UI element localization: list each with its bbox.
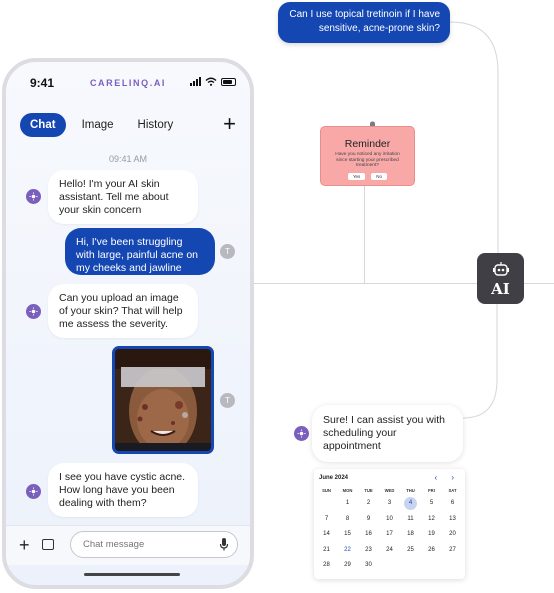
calendar-day[interactable]: 2	[366, 500, 371, 506]
calendar-day[interactable]: 16	[365, 531, 372, 537]
connector-curve	[449, 21, 499, 254]
calendar-day	[316, 496, 337, 512]
tab-history[interactable]: History	[137, 119, 174, 131]
reminder-yes-button[interactable]: Yes	[347, 172, 366, 180]
calendar-day[interactable]: 18	[407, 531, 414, 537]
calendar-day[interactable]: 15	[344, 531, 351, 537]
calendar-day[interactable]: 26	[428, 546, 435, 553]
microphone-icon[interactable]	[219, 537, 229, 552]
reminder-actions: Yes No	[321, 172, 414, 180]
calendar-day[interactable]: 4	[400, 496, 421, 512]
calendar-weekday: FRI	[428, 488, 435, 493]
user-avatar: T	[220, 244, 235, 259]
calendar-day[interactable]: 13	[449, 515, 456, 522]
calendar-day	[442, 558, 463, 574]
reminder-card: Reminder Have you noticed any irritation…	[320, 126, 415, 186]
chat-tabs: Chat Image History +	[20, 112, 236, 138]
ai-badge-label: AI	[491, 280, 510, 298]
status-bar: 9:41 CARELINQ.AI	[6, 74, 250, 92]
ai-avatar-icon	[26, 484, 41, 499]
image-upload-icon[interactable]	[42, 539, 54, 550]
calendar-day[interactable]: 12	[428, 515, 435, 522]
user-avatar: T	[220, 393, 235, 408]
calendar-day[interactable]: 3	[387, 500, 392, 506]
calendar-day[interactable]: 9	[366, 515, 371, 522]
calendar-day[interactable]: 22	[344, 546, 351, 553]
calendar-nav-arrows[interactable]: ‹ ›	[434, 473, 460, 482]
calendar-weekday: WED	[384, 488, 395, 493]
calendar-day[interactable]: 27	[449, 546, 456, 553]
calendar-day[interactable]: 25	[407, 546, 414, 553]
signal-icon	[190, 77, 201, 86]
attach-plus-icon[interactable]: +	[19, 535, 30, 555]
calendar-day[interactable]: 30	[365, 562, 372, 568]
calendar-day[interactable]: 11	[407, 515, 414, 522]
battery-icon	[221, 77, 236, 86]
message-composer: +	[6, 525, 250, 565]
calendar-day	[379, 558, 400, 574]
wifi-icon	[205, 77, 217, 86]
robot-icon	[492, 262, 509, 276]
calendar-day[interactable]: 1	[345, 500, 350, 506]
calendar-day[interactable]: 10	[386, 515, 393, 522]
brand-name: CARELINQ.AI	[89, 78, 167, 88]
calendar-day	[400, 558, 421, 574]
reminder-no-button[interactable]: No	[371, 172, 388, 180]
ai-avatar-icon	[294, 426, 309, 441]
phone-mockup: 9:41 CARELINQ.AI Chat Image History + 09…	[2, 58, 254, 589]
tab-chat[interactable]: Chat	[20, 113, 66, 137]
chat-message-input[interactable]	[70, 531, 238, 558]
status-icons	[190, 77, 236, 86]
calendar-weekday: MON	[342, 488, 353, 493]
scheduling-reply-bubble: Sure! I can assist you with scheduling y…	[312, 405, 463, 462]
reminder-title: Reminder	[344, 138, 391, 150]
question-bubble: Can I use topical tretinoin if I have se…	[278, 2, 450, 43]
connector-curve	[462, 300, 498, 419]
ai-avatar-icon	[26, 304, 41, 319]
calendar-day[interactable]: 24	[386, 546, 393, 553]
calendar-weekday: TUE	[364, 488, 373, 493]
ai-message: Can you upload an image of your skin? Th…	[48, 284, 198, 338]
calendar-day[interactable]: 20	[449, 531, 456, 537]
face-photo-image	[115, 349, 211, 451]
calendar-day[interactable]: 17	[386, 531, 393, 537]
calendar-weekday: SAT	[448, 488, 457, 493]
calendar-weekday: SUN	[322, 488, 331, 493]
ai-message: Hello! I'm your AI skin assistant. Tell …	[48, 170, 198, 224]
calendar-day[interactable]: 14	[323, 531, 330, 537]
status-time: 9:41	[30, 76, 55, 90]
calendar-day[interactable]: 29	[344, 562, 351, 568]
ai-message: I see you have cystic acne. How long hav…	[48, 463, 198, 517]
calendar-day[interactable]: 5	[429, 500, 434, 506]
calendar-weekday: THU	[406, 488, 415, 493]
calendar-day[interactable]: 23	[365, 546, 372, 553]
calendar-day[interactable]: 6	[450, 500, 455, 506]
calendar-month: June 2024	[319, 475, 349, 481]
reminder-body: Have you noticed any irritation since st…	[335, 152, 400, 169]
calendar-day[interactable]: 19	[428, 531, 435, 537]
calendar-day[interactable]: 28	[323, 562, 330, 568]
ai-avatar-icon	[26, 189, 41, 204]
tab-image[interactable]: Image	[81, 119, 114, 131]
user-message: Hi, I've been struggling with large, pai…	[65, 228, 215, 275]
uploaded-skin-photo[interactable]	[112, 346, 214, 454]
new-chat-plus-icon[interactable]: +	[223, 111, 236, 136]
calendar-day	[421, 558, 442, 574]
ai-badge: AI	[477, 253, 524, 304]
calendar-day[interactable]: 21	[323, 546, 330, 553]
connector-line	[254, 283, 554, 284]
calendar-day[interactable]: 7	[324, 515, 329, 522]
connector-line	[364, 186, 365, 283]
calendar-day[interactable]: 8	[345, 515, 350, 522]
message-timestamp: 09:41 AM	[108, 154, 148, 164]
home-indicator	[84, 573, 180, 576]
